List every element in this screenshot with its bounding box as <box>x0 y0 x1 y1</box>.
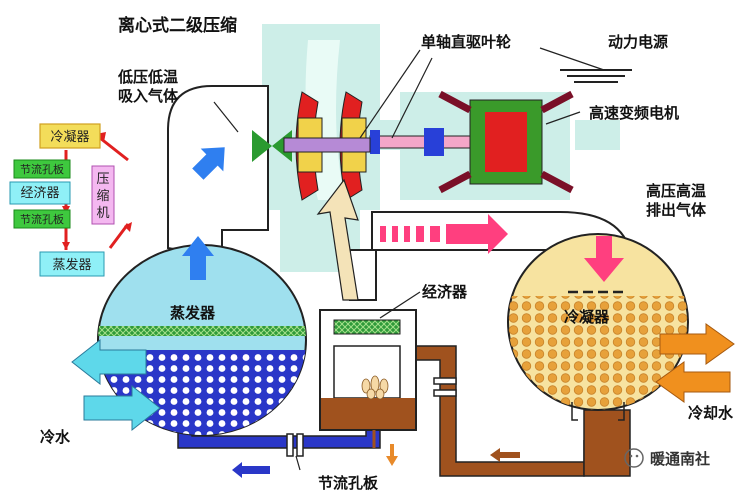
mini-compressor-label-3: 机 <box>96 206 109 221</box>
mini-orifice-top-box: 节流孔板 <box>13 159 71 179</box>
mini-evaporator-label: 蒸发器 <box>52 257 91 273</box>
watermark: 暖通南社 <box>624 448 710 468</box>
mini-orifice-bottom-box: 节流孔板 <box>13 209 71 229</box>
suction-pipe <box>167 85 269 260</box>
mini-compressor-box: 压 <box>91 165 115 225</box>
mini-orifice-bottom-label: 节流孔板 <box>20 212 64 226</box>
labels: 离心式二级压缩 单轴直驱叶轮 动力电源 高速变频电机 低压低温 吸入气体 高压高… <box>40 15 734 492</box>
mini-economizer-box: 经济器 <box>9 181 71 205</box>
mini-cycle-diagram: 冷凝器 节流孔板 经济器 节流孔板 蒸发器 压 <box>9 123 132 277</box>
economizer-gas-arrow <box>316 178 359 301</box>
diagram-title: 离心式二级压缩 <box>118 15 237 36</box>
orifice-plate-high <box>433 377 457 397</box>
mini-condenser-box: 冷凝器 <box>39 123 101 149</box>
impeller-assembly <box>252 91 371 201</box>
liquid-flow-arrows <box>232 444 520 478</box>
impeller-label: 单轴直驱叶轮 <box>421 33 511 51</box>
orifice-plate-low <box>286 433 304 457</box>
mini-orifice-top-label: 节流孔板 <box>20 162 64 176</box>
watermark-text: 暖通南社 <box>650 450 710 468</box>
power-source-label: 动力电源 <box>608 33 668 51</box>
suction-arrow <box>182 147 225 280</box>
motor-label: 高速变频电机 <box>589 104 679 122</box>
power-source-symbol <box>539 47 632 83</box>
cooling-water-arrows <box>655 323 735 403</box>
callout-lines <box>213 49 581 471</box>
discharge-label-line2: 排出气体 <box>646 201 707 219</box>
mini-economizer-label: 经济器 <box>20 186 59 201</box>
orifice-label: 节流孔板 <box>318 474 379 492</box>
discharge-arrow <box>380 214 624 282</box>
economizer-vessel <box>319 309 417 448</box>
mini-evaporator-box: 蒸发器 <box>39 251 105 277</box>
cooling-water-label: 冷却水 <box>688 404 734 422</box>
wechat-icon <box>624 448 644 468</box>
mini-condenser-label: 冷凝器 <box>50 129 89 145</box>
economizer-label: 经济器 <box>422 283 468 301</box>
suction-label-line1: 低压低温 <box>117 68 178 86</box>
mini-compressor-label-2: 缩 <box>96 188 109 204</box>
motor-assembly <box>369 90 574 194</box>
discharge-label-line1: 高压高温 <box>646 182 706 200</box>
condenser-vessel <box>507 233 689 421</box>
mini-compressor-label-1: 压 <box>96 172 109 187</box>
chilled-water-label: 冷水 <box>40 428 71 446</box>
chilled-water-arrows <box>71 338 161 432</box>
evaporator-label: 蒸发器 <box>170 304 216 322</box>
suction-label-line2: 吸入气体 <box>118 87 179 105</box>
condenser-label: 冷凝器 <box>564 308 610 326</box>
